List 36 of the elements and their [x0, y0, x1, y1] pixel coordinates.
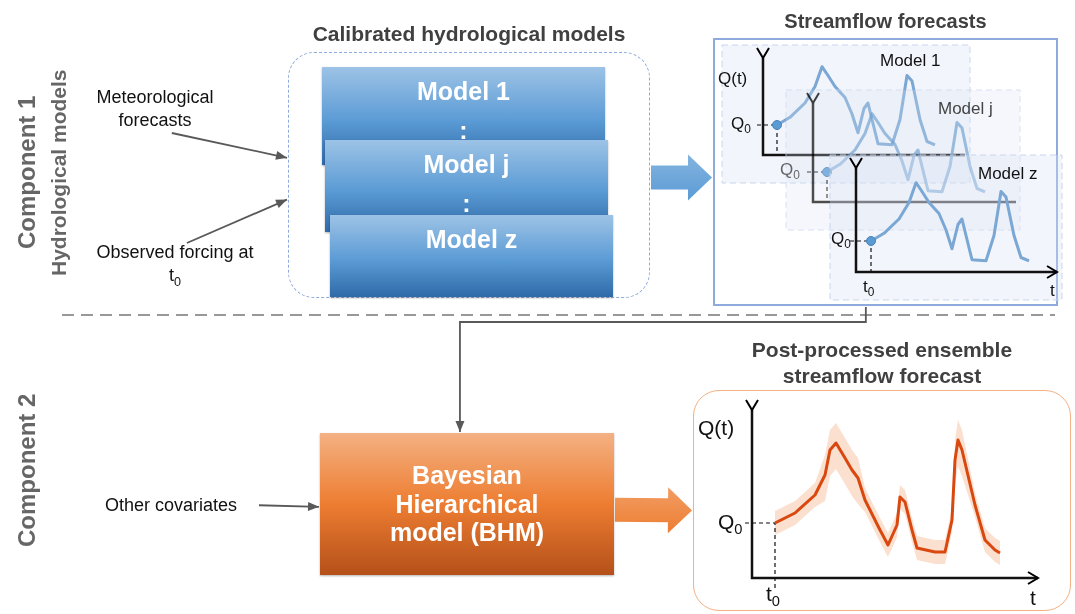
series-label: Model z	[978, 165, 1038, 184]
arrow	[170, 132, 288, 160]
input-label: Meteorological forecasts	[85, 86, 225, 131]
arrow	[186, 198, 288, 244]
model-name: Model 1	[415, 77, 512, 106]
panel-heading: Streamflow forecasts	[783, 8, 988, 34]
arrow	[455, 306, 867, 433]
model-name: Model z	[424, 225, 519, 254]
section-label: Component 2	[14, 392, 41, 549]
tick-label: t$_{0}$	[863, 278, 875, 300]
tick-label: t$_{0}$	[766, 582, 780, 610]
section-label: Hydrological models	[47, 68, 71, 278]
model-name: Model j	[422, 150, 511, 179]
series-label: Model 1	[880, 52, 941, 71]
series-label: Model j	[938, 100, 993, 119]
block-arrow	[651, 154, 712, 201]
arrow	[258, 502, 320, 512]
ellipsis-mark: :	[458, 115, 469, 145]
axis-label: t	[1050, 282, 1055, 301]
model-box	[320, 433, 614, 575]
axis-label: t	[1030, 586, 1036, 610]
section-label: Component 1	[14, 94, 41, 252]
input-label: Observed forcing at t$_{0}$	[90, 241, 260, 290]
ellipsis-mark: :	[461, 188, 472, 218]
model-box	[330, 215, 613, 297]
tick-label: Q$_{0}$	[718, 510, 743, 538]
axis-label: Q(t)	[698, 416, 735, 440]
axis-label: Q(t)	[718, 70, 748, 89]
model-name: Bayesian Hierarchical model (BHM)	[388, 460, 546, 548]
tick-label: Q$_{0}$	[831, 230, 851, 252]
tick-label: Q$_{0}$	[780, 161, 800, 183]
block-arrow	[614, 487, 692, 534]
input-label: Other covariates	[85, 494, 257, 517]
panel-heading: Post-processed ensemble streamflow forecast	[750, 337, 1014, 389]
tick-label: Q$_{0}$	[731, 115, 751, 137]
panel-heading: Calibrated hydrological models	[311, 20, 627, 47]
